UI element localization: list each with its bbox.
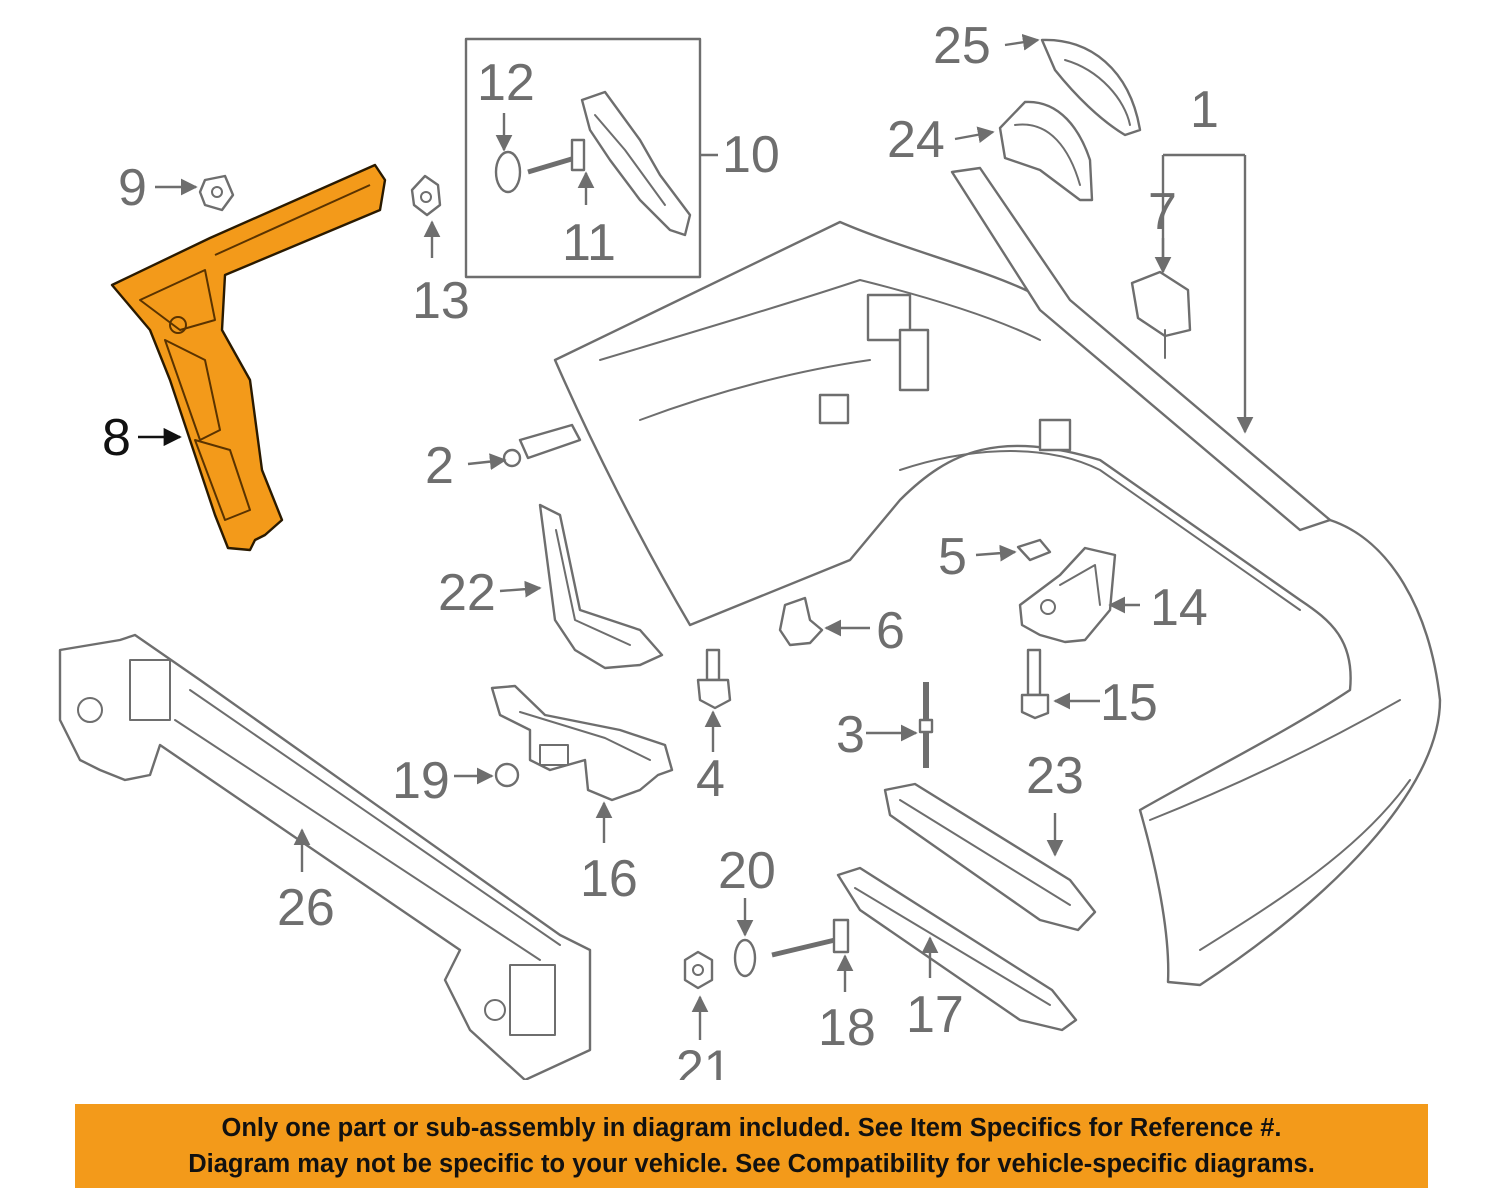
bracket-part-8-highlighted (110, 163, 387, 552)
callout-25: 25 (933, 17, 991, 75)
upper-strip (950, 166, 1332, 532)
bracket-part-23 (883, 782, 1097, 932)
bumper-cover-part-1 (553, 220, 1442, 987)
bracket-part-14 (1018, 546, 1117, 644)
parts-diagram: 25 24 1 7 12 10 11 9 13 8 2 22 5 6 14 15… (58, 17, 1442, 1080)
bracket-part-17 (836, 866, 1078, 1032)
trim-piece-part-24 (998, 100, 1094, 202)
bracket-part-16 (490, 684, 674, 802)
push-pin-part-2 (502, 423, 582, 468)
nut-part-9 (198, 174, 235, 212)
callout-2: 2 (425, 437, 454, 495)
washer-part-20 (733, 938, 757, 978)
bracket-part-6 (778, 596, 824, 647)
subassembly-box (464, 37, 702, 279)
washer-part-19 (494, 762, 520, 788)
callout-14: 14 (1150, 579, 1208, 637)
callout-20: 20 (718, 842, 776, 900)
callout-8-highlighted: 8 (102, 409, 131, 467)
callout-19: 19 (392, 752, 450, 810)
callout-3: 3 (836, 706, 865, 764)
callout-13: 13 (412, 272, 470, 330)
clip-part-5 (1016, 538, 1052, 562)
callout-17: 17 (906, 986, 964, 1044)
disclaimer-line-2: Diagram may not be specific to your vehi… (188, 1150, 1315, 1178)
washer-part-12 (494, 150, 522, 194)
stud-part-3 (918, 682, 934, 768)
callout-16: 16 (580, 850, 638, 908)
callout-23: 23 (1026, 747, 1084, 805)
leader-lines (138, 33, 1254, 1040)
callout-24: 24 (887, 111, 945, 169)
clip-part-7 (1130, 270, 1192, 359)
callout-1: 1 (1190, 81, 1219, 139)
callout-6: 6 (876, 602, 905, 660)
callout-21: 21 (676, 1040, 732, 1080)
nut-part-21 (683, 950, 714, 990)
disclaimer-banner: Only one part or sub-assembly in diagram… (75, 1104, 1428, 1188)
bolt-part-11 (527, 138, 586, 175)
bolt-part-18 (771, 918, 850, 958)
callout-9: 9 (118, 159, 147, 217)
callout-15: 15 (1100, 674, 1158, 732)
callout-labels: 25 24 1 7 12 10 11 9 13 8 2 22 5 6 14 15… (102, 17, 1219, 1080)
nut-part-13 (410, 174, 442, 217)
callout-22: 22 (438, 564, 496, 622)
callout-7: 7 (1148, 183, 1177, 241)
callout-10: 10 (722, 126, 780, 184)
trim-piece-part-25 (1040, 38, 1142, 137)
bracket-part-22 (538, 503, 664, 670)
callout-11: 11 (562, 214, 616, 272)
callout-12: 12 (477, 54, 535, 112)
bracket-part-10 (580, 90, 692, 237)
reinforcement-beam-part-26 (58, 633, 592, 1080)
bolt-part-15 (1020, 648, 1050, 720)
bolt-part-4 (696, 648, 732, 710)
callout-26: 26 (277, 879, 335, 937)
disclaimer-line-1: Only one part or sub-assembly in diagram… (221, 1114, 1282, 1142)
callout-18: 18 (818, 999, 876, 1057)
callout-5: 5 (938, 528, 967, 586)
callout-4: 4 (696, 750, 725, 808)
